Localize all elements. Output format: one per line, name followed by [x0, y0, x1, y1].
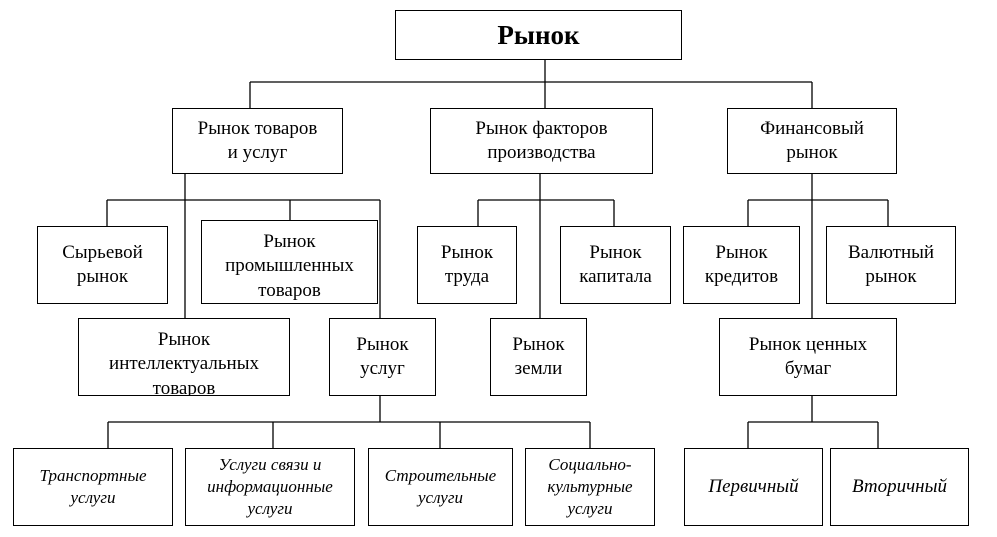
node-financial: Финансовый рынок [727, 108, 897, 174]
node-land-label: Рынок земли [512, 333, 565, 379]
node-transport-services: Транспортные услуги [13, 448, 173, 526]
node-goods-services: Рынок товаров и услуг [172, 108, 343, 174]
node-securities: Рынок ценных бумаг [719, 318, 897, 396]
node-currency-label: Валютный рынок [847, 241, 935, 287]
node-communication-services: Услуги связи и информационные услуги [185, 448, 355, 526]
node-securities-label: Рынок ценных бумаг [748, 333, 868, 379]
root-node: Рынок [395, 10, 682, 60]
node-intellectual-goods-label: Рынок интеллектуальных товаров [109, 329, 259, 396]
node-sociocultural-services: Социально- культурные услуги [525, 448, 655, 526]
node-labor: Рынок труда [417, 226, 517, 304]
node-industrial-goods-label: Рынок промышленных товаров [225, 231, 354, 301]
node-primary-market: Первичный [684, 448, 823, 526]
node-factors-label: Рынок факторов производства [475, 117, 608, 163]
node-communication-services-label: Услуги связи и информационные услуги [207, 454, 333, 519]
node-land: Рынок земли [490, 318, 587, 396]
node-capital-label: Рынок капитала [579, 241, 652, 287]
node-currency: Валютный рынок [826, 226, 956, 304]
node-raw-materials: Сырьевой рынок [37, 226, 168, 304]
node-services-label: Рынок услуг [356, 333, 409, 379]
node-factors: Рынок факторов производства [430, 108, 653, 174]
node-labor-label: Рынок труда [440, 241, 494, 287]
node-construction-services: Строительные услуги [368, 448, 513, 526]
node-credit: Рынок кредитов [683, 226, 800, 304]
node-financial-label: Финансовый рынок [760, 117, 864, 163]
node-raw-materials-label: Сырьевой рынок [62, 241, 143, 287]
node-secondary-market-label: Вторичный [852, 475, 947, 497]
node-primary-market-label: Первичный [708, 475, 799, 497]
node-intellectual-goods: Рынок интеллектуальных товаров [78, 318, 290, 396]
node-capital: Рынок капитала [560, 226, 671, 304]
node-goods-services-label: Рынок товаров и услуг [197, 117, 318, 163]
node-secondary-market: Вторичный [830, 448, 969, 526]
node-sociocultural-services-label: Социально- культурные услуги [547, 454, 633, 519]
root-label: Рынок [497, 19, 580, 50]
node-industrial-goods: Рынок промышленных товаров [201, 220, 378, 304]
node-credit-label: Рынок кредитов [704, 241, 779, 287]
node-services: Рынок услуг [329, 318, 436, 396]
node-construction-services-label: Строительные услуги [384, 465, 497, 507]
node-transport-services-label: Транспортные услуги [39, 465, 147, 507]
